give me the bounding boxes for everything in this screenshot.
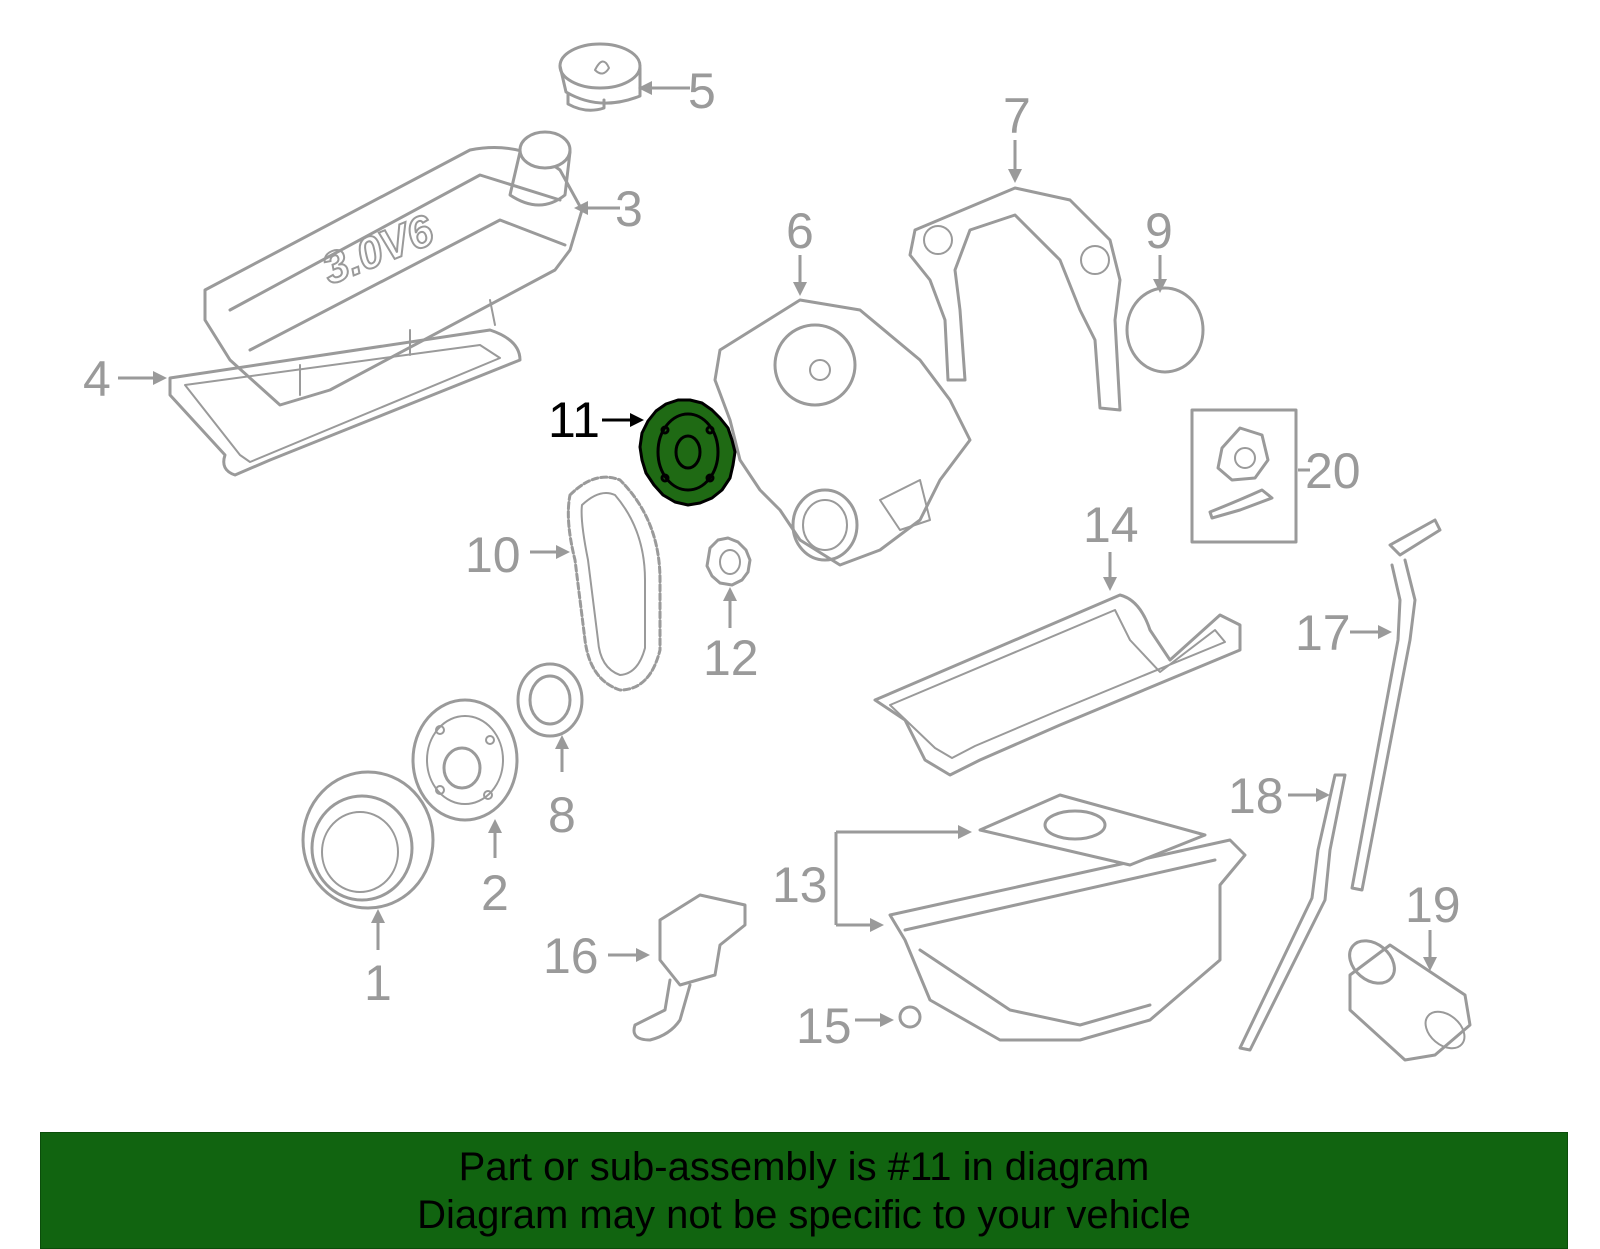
callout-15[interactable]: 15	[796, 998, 852, 1054]
callout-1[interactable]: 1	[364, 955, 392, 1011]
callout-9[interactable]: 9	[1145, 203, 1173, 259]
callout-4[interactable]: 4	[83, 351, 111, 407]
part-oil-pan[interactable]	[888, 793, 1247, 1042]
part-timing-chain[interactable]	[566, 475, 662, 692]
callout-17[interactable]: 17	[1295, 605, 1351, 661]
leader-lines	[118, 81, 1437, 1027]
info-banner: Part or sub-assembly is #11 in diagram D…	[40, 1132, 1568, 1249]
part-harmonic-balancer[interactable]	[411, 698, 519, 822]
callout-19[interactable]: 19	[1405, 877, 1461, 933]
part-20-boxed-assembly[interactable]	[1190, 408, 1298, 544]
part-timing-cover-gasket[interactable]	[908, 186, 1122, 412]
part-timing-cover[interactable]	[713, 298, 972, 567]
callout-11[interactable]: 11	[548, 392, 600, 448]
part-crankshaft-sprocket[interactable]	[705, 536, 752, 587]
part-crankshaft-seal[interactable]	[516, 662, 584, 738]
callout-3[interactable]: 3	[615, 181, 643, 237]
part-oil-filler-cap[interactable]	[558, 42, 642, 112]
callout-7[interactable]: 7	[1003, 88, 1031, 144]
part-drain-plug[interactable]	[898, 1005, 922, 1029]
part-crankshaft-pulley[interactable]	[301, 770, 435, 910]
part-camshaft-sprocket-highlighted[interactable]	[638, 398, 737, 507]
callout-13[interactable]: 13	[772, 857, 828, 913]
banner-line-part-number: Part or sub-assembly is #11 in diagram	[458, 1144, 1150, 1189]
callout-5[interactable]: 5	[688, 63, 716, 119]
callout-2[interactable]: 2	[481, 865, 509, 921]
part-oil-pump[interactable]	[632, 893, 747, 1042]
callout-16[interactable]: 16	[543, 928, 599, 984]
callout-14[interactable]: 14	[1083, 497, 1139, 553]
callout-6[interactable]: 6	[786, 203, 814, 259]
part-dipstick[interactable]	[1350, 518, 1442, 892]
part-oil-filter[interactable]	[1341, 932, 1472, 1062]
callout-20[interactable]: 20	[1305, 443, 1361, 499]
banner-line-disclaimer: Diagram may not be specific to your vehi…	[417, 1192, 1191, 1237]
part-oil-pan-gasket[interactable]	[873, 593, 1242, 777]
part-valve-cover-gasket[interactable]	[168, 328, 522, 477]
part-dipstick-tube[interactable]	[1238, 773, 1347, 1052]
part-o-ring[interactable]	[1125, 286, 1205, 374]
callout-10[interactable]: 10	[465, 527, 521, 583]
parts-diagram: 3.0V6	[83, 42, 1472, 1062]
callout-8[interactable]: 8	[548, 787, 576, 843]
callout-12[interactable]: 12	[703, 630, 759, 686]
callout-18[interactable]: 18	[1228, 768, 1284, 824]
callout-labels: 5 3 4 6 7 9 11 10 12 14 20 17 8 2 1 13 1…	[83, 63, 1461, 1054]
